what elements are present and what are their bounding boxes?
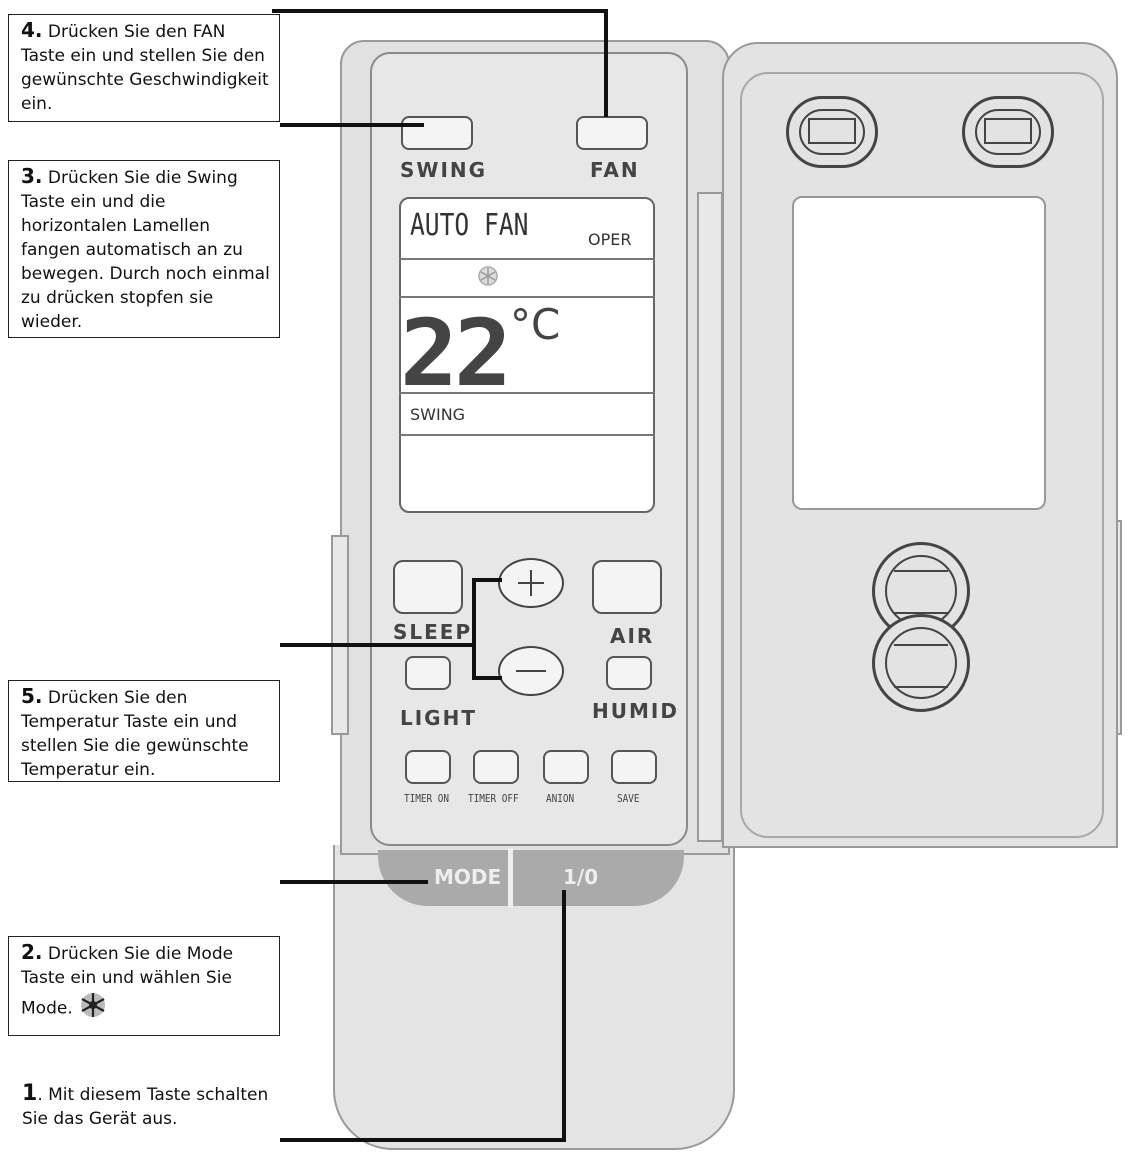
swing-button[interactable] [401, 116, 473, 150]
lid-window [792, 196, 1046, 510]
pointer-line [280, 1138, 566, 1142]
pointer-line [472, 578, 502, 582]
save-label: SAVE [617, 792, 640, 805]
lcd-divider [399, 434, 655, 436]
power-label: 1/0 [563, 865, 599, 889]
callout-step-3: 3. Drücken Sie die Swing Taste ein und d… [8, 160, 280, 338]
pointer-line [280, 643, 476, 647]
swing-label: SWING [400, 158, 488, 182]
timer-off-button[interactable] [473, 750, 519, 784]
step-text: Drücken Sie die Swing Taste ein und die … [21, 168, 270, 332]
humid-label: HUMID [592, 699, 679, 723]
step-number: 2. [21, 940, 43, 964]
fan-label: FAN [590, 158, 640, 182]
step-number: 5. [21, 684, 43, 708]
mode-label: MODE [434, 865, 502, 889]
light-button[interactable] [405, 656, 451, 690]
timer-on-button[interactable] [405, 750, 451, 784]
step-text: Drücken Sie die Mode Taste ein und wähle… [21, 944, 234, 1019]
power-button[interactable] [513, 850, 684, 906]
lid-inner-border [740, 72, 1104, 838]
step-number: 1 [22, 1081, 38, 1106]
pointer-line [280, 123, 424, 127]
fan-button[interactable] [576, 116, 648, 150]
pointer-line [280, 880, 428, 884]
mode-power-bar [378, 850, 684, 906]
air-button[interactable] [592, 560, 662, 614]
callout-step-1: 1. Mit diesem Taste schalten Sie das Ger… [22, 1082, 272, 1131]
timer-on-label: TIMER ON [404, 792, 450, 805]
lcd-divider [399, 392, 655, 394]
step-suffix: . [67, 998, 73, 1019]
callout-step-2: 2. Drücken Sie die Mode Taste ein und wä… [8, 936, 280, 1036]
step-text: Mit diesem Taste schalten Sie das Gerät … [22, 1085, 269, 1129]
light-label: LIGHT [400, 706, 477, 730]
lcd-oper-text: OPER [588, 230, 632, 249]
anion-label: ANION [546, 792, 575, 805]
sleep-label: SLEEP [393, 620, 473, 644]
pointer-line [472, 676, 502, 680]
snowflake-icon [78, 990, 108, 1027]
step-number: 3. [21, 164, 43, 188]
lid-knob-bottom [872, 614, 970, 712]
lid-hinge-right-core [984, 118, 1032, 144]
step-number: 4. [21, 18, 43, 42]
lid-hinge-left-core [808, 118, 856, 144]
pointer-line [272, 9, 608, 13]
humid-button[interactable] [606, 656, 652, 690]
mode-power-divider [508, 848, 513, 908]
lcd-swing-text: SWING [410, 405, 466, 424]
lcd-mode-text: AUTO FAN [410, 208, 529, 243]
lid-knob-bottom-bar [894, 644, 948, 688]
timer-off-label: TIMER OFF [468, 792, 519, 805]
minus-icon [516, 670, 546, 672]
lcd-unit: °C [510, 300, 561, 349]
lcd-display [399, 197, 655, 513]
lid-knob-top-bar [894, 570, 948, 614]
pointer-line [604, 9, 608, 117]
temp-minus-button[interactable] [498, 646, 564, 696]
save-button[interactable] [611, 750, 657, 784]
step-separator: . [37, 1085, 43, 1105]
pointer-line [472, 578, 476, 680]
air-label: AIR [610, 624, 655, 648]
step-text: Drücken Sie den FAN Taste ein und stelle… [21, 22, 269, 114]
anion-button[interactable] [543, 750, 589, 784]
pointer-line [562, 890, 566, 1140]
snowflake-icon [476, 264, 500, 288]
plus-icon [518, 570, 544, 596]
hinge-strip [697, 192, 723, 842]
step-text: Drücken Sie den Temperatur Taste ein und… [21, 688, 249, 780]
lcd-temperature: 22 [400, 300, 512, 407]
lcd-divider [399, 258, 655, 260]
sleep-button[interactable] [393, 560, 463, 614]
temp-plus-button[interactable] [498, 558, 564, 608]
callout-step-4: 4. Drücken Sie den FAN Taste ein und ste… [8, 14, 280, 122]
side-clip [331, 535, 349, 735]
lcd-divider [399, 296, 655, 298]
callout-step-5: 5. Drücken Sie den Temperatur Taste ein … [8, 680, 280, 782]
